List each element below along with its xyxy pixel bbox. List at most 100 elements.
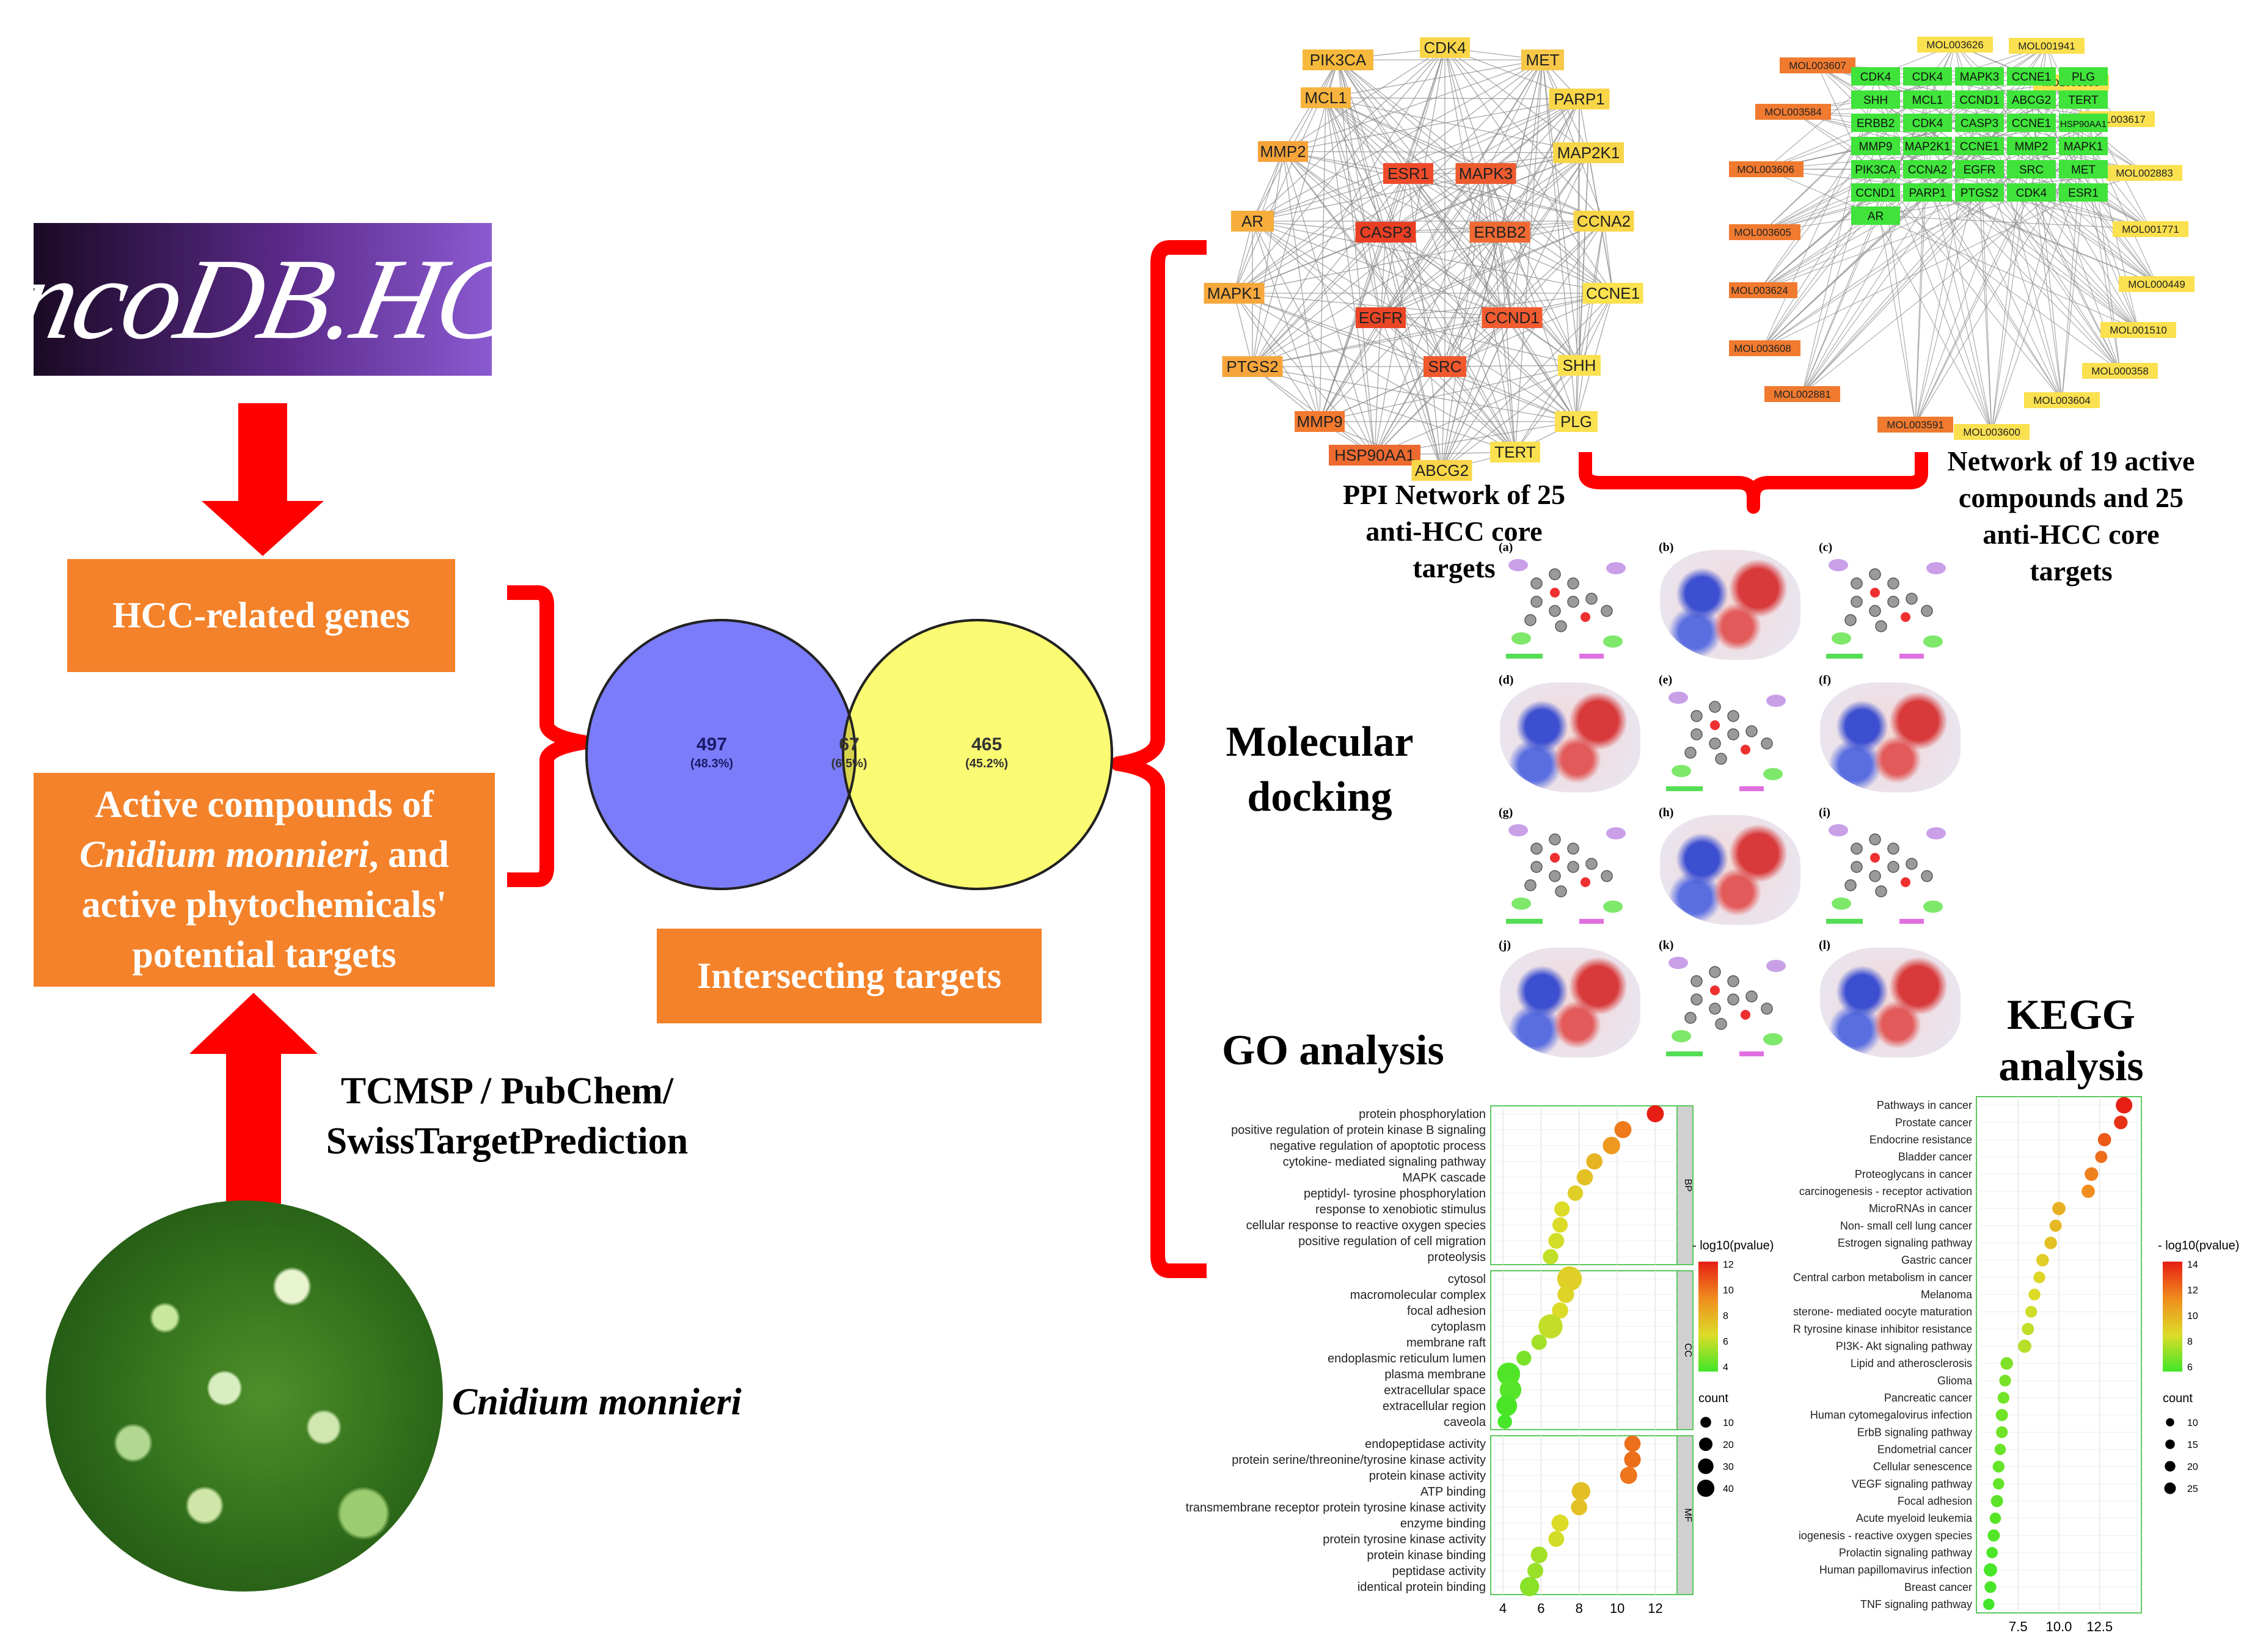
svg-text:MAP2K1: MAP2K1 [1557, 144, 1620, 162]
ppi-node-ptgs2: PTGS2 [1222, 356, 1283, 377]
target-node: EGFR [1955, 160, 2004, 178]
svg-text:CCNE1: CCNE1 [1586, 284, 1640, 302]
go-legend-tick: 10 [1723, 1285, 1734, 1296]
kegg-count-tick: 15 [2187, 1440, 2198, 1450]
docking-panel: (b) [1654, 541, 1807, 666]
svg-text:HSP90AA1: HSP90AA1 [1334, 446, 1415, 464]
kegg-term-label: Central carbon metabolism in cancer [1793, 1271, 1972, 1284]
target-node: CDK4 [1851, 67, 1900, 86]
target-node: CCNE1 [2007, 67, 2056, 86]
kegg-term-label: Focal adhesion [1898, 1495, 1972, 1507]
left-brace [507, 585, 591, 887]
go-term-label: positive regulation of cell migration [1298, 1235, 1486, 1248]
kegg-dot [1984, 1563, 1997, 1577]
ppi-node-ccna2: CCNA2 [1573, 211, 1634, 232]
go-term-label: cytokine- mediated signaling pathway [1283, 1155, 1486, 1169]
target-node: PTGS2 [1955, 183, 2004, 202]
target-node: ERBB2 [1851, 114, 1900, 132]
kegg-dot [2022, 1323, 2034, 1336]
go-legend-tick: 6 [1723, 1337, 1728, 1347]
go-dot [1552, 1217, 1568, 1233]
svg-text:CCND1: CCND1 [1959, 94, 1999, 107]
svg-text:SHH: SHH [1863, 94, 1888, 107]
go-dot [1571, 1499, 1588, 1516]
target-node: MAPK3 [1955, 67, 2004, 86]
go-dot [1548, 1233, 1565, 1249]
go-dot [1531, 1334, 1547, 1350]
docking-panel: (j) [1494, 938, 1646, 1064]
go-term-label: macromolecular complex [1350, 1288, 1486, 1302]
active-line1: Active compounds of [95, 784, 434, 825]
kegg-dot [2081, 1185, 2095, 1198]
kegg-dot [1995, 1409, 2008, 1422]
kegg-dot [2044, 1237, 2057, 1249]
docking-panel: (g) [1494, 806, 1646, 931]
svg-text:MOL003600: MOL003600 [1963, 426, 2020, 438]
svg-text:MOL003591: MOL003591 [1887, 419, 1944, 431]
kegg-dot [1992, 1460, 2005, 1473]
svg-text:ESR1: ESR1 [1387, 164, 1429, 183]
ppi-node-ccnd1: CCND1 [1482, 307, 1543, 328]
svg-text:AR: AR [1241, 212, 1263, 230]
compound-network-caption: Network of 19 active compounds and 25 an… [1947, 445, 2195, 587]
intersecting-targets-box: Intersecting targets [657, 929, 1042, 1023]
target-node: PLG [2059, 67, 2108, 86]
venn-left-pct: (48.3%) [690, 757, 733, 770]
kegg-dot [2114, 1116, 2128, 1130]
svg-text:CCNE1: CCNE1 [2012, 71, 2051, 84]
kegg-legend-tick: 10 [2187, 1311, 2198, 1321]
go-count-tick: 20 [1723, 1440, 1734, 1450]
docking-title: Molecular docking [1226, 718, 1414, 821]
go-legend-title: - log10(pvalue) [1692, 1239, 1774, 1252]
kegg-dot [1994, 1444, 2006, 1455]
svg-text:MMP9: MMP9 [1859, 141, 1893, 153]
svg-text:MAPK3: MAPK3 [1960, 71, 1999, 84]
ppi-node-esr1: ESR1 [1383, 163, 1433, 184]
target-node: CDK4 [2007, 183, 2056, 202]
go-dot [1527, 1563, 1543, 1579]
go-dot [1554, 1201, 1570, 1217]
svg-text:MOL003626: MOL003626 [1926, 39, 1984, 51]
go-count-tick: 10 [1723, 1418, 1734, 1428]
plant-photo [46, 1201, 443, 1592]
docking-panel-label: (k) [1659, 938, 1674, 952]
docking-panel-label: (h) [1659, 806, 1674, 819]
go-term-label: protein kinase binding [1367, 1549, 1486, 1562]
svg-text:ESR1: ESR1 [2068, 187, 2099, 200]
kegg-term-label: Melanoma [1921, 1288, 1973, 1301]
active-line4: potential targets [132, 934, 397, 976]
go-term-label: protein serine/threonine/tyrosine kinase… [1232, 1453, 1486, 1467]
go-dot [1571, 1482, 1591, 1501]
kegg-count-tick: 20 [2187, 1462, 2198, 1472]
venn-right-circle [842, 619, 1113, 890]
svg-text:CDK4: CDK4 [1912, 117, 1943, 130]
kegg-term-label: Bladder cancer [1898, 1151, 1972, 1163]
go-term-label: protein phosphorylation [1359, 1108, 1486, 1121]
kegg-term-label: Pathways in cancer [1877, 1099, 1972, 1111]
kegg-dot [1999, 1375, 2011, 1387]
ppi-node-ccne1: CCNE1 [1582, 283, 1643, 304]
kegg-term-label: Estrogen signaling pathway [1838, 1237, 1972, 1249]
svg-text:MOL002881: MOL002881 [1774, 389, 1831, 400]
kegg-term-label: Acute myeloid leukemia [1856, 1512, 1973, 1524]
docking-panel-label: (b) [1659, 541, 1674, 554]
go-dot [1557, 1286, 1574, 1303]
go-count-tick: 40 [1723, 1484, 1734, 1494]
docking-panel-label: (j) [1499, 938, 1511, 952]
kegg-term-label: ErbB signaling pathway [1857, 1426, 1972, 1438]
venn-overlap-pct: (6.5%) [831, 757, 868, 770]
kegg-dot [2052, 1202, 2066, 1215]
compound-node: MOL003624 [1729, 282, 1797, 298]
go-dot [1614, 1121, 1632, 1138]
go-dot [1624, 1435, 1641, 1452]
go-term-label: peptidyl- tyrosine phosphorylation [1304, 1187, 1486, 1201]
svg-text:PLG: PLG [1560, 412, 1592, 431]
right-brace [1111, 240, 1207, 1278]
target-node: PARP1 [1903, 183, 1952, 202]
kegg-term-label: Non- small cell lung cancer [1840, 1219, 1972, 1232]
kegg-dot [2025, 1306, 2038, 1318]
kegg-term-label: Pancreatic cancer [1884, 1392, 1972, 1404]
ppi-node-shh: SHH [1558, 355, 1601, 376]
